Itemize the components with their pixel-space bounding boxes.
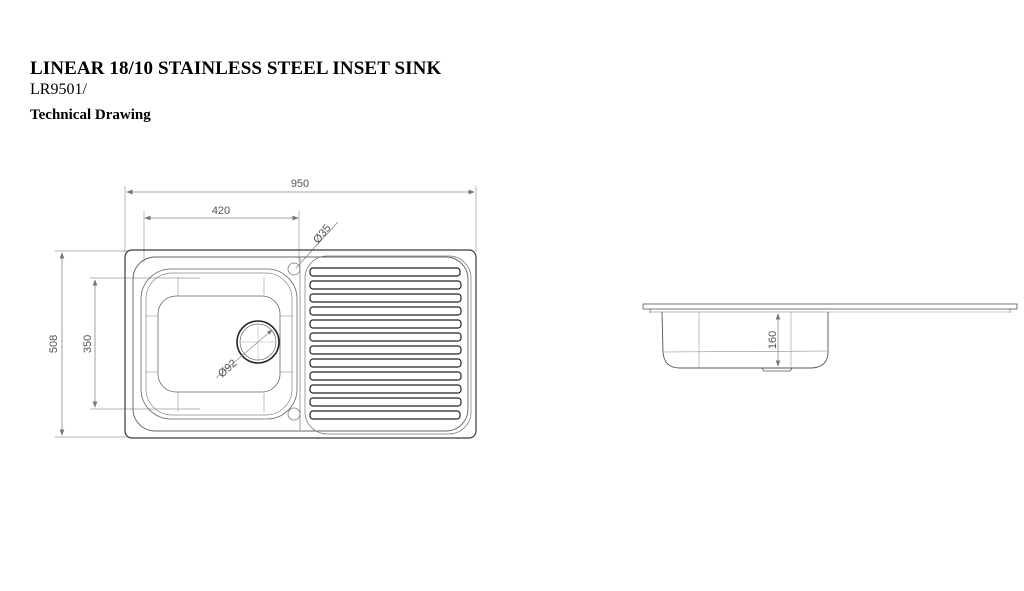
drainer-grooves [309, 267, 462, 420]
dim-bowl-height: 160 [767, 331, 779, 349]
product-code: LR9501/ [30, 81, 87, 98]
drawing-title: LINEAR 18/10 STAINLESS STEEL INSET SINK [30, 58, 442, 79]
bowl [140, 268, 298, 420]
tap-holes [287, 262, 301, 421]
waste-outlet [215, 320, 280, 379]
side-view [642, 303, 1018, 372]
tap-hole-icon [287, 262, 301, 276]
drawing-subtitle: Technical Drawing [30, 107, 151, 123]
drainer [304, 255, 472, 435]
sink-outline [124, 249, 477, 439]
dim-overall-width: 950 [291, 178, 309, 190]
dimension-lines [59, 189, 475, 436]
dim-bowl-width: 420 [212, 205, 230, 217]
dim-tap-hole: Ø35 [311, 222, 334, 246]
extension-lines [55, 186, 477, 438]
dim-bowl-depth: 350 [82, 335, 94, 353]
dim-overall-depth: 508 [48, 335, 60, 353]
plan-view: 950 420 508 350 Ø35 [48, 178, 477, 439]
tap-hole-icon [287, 407, 301, 421]
